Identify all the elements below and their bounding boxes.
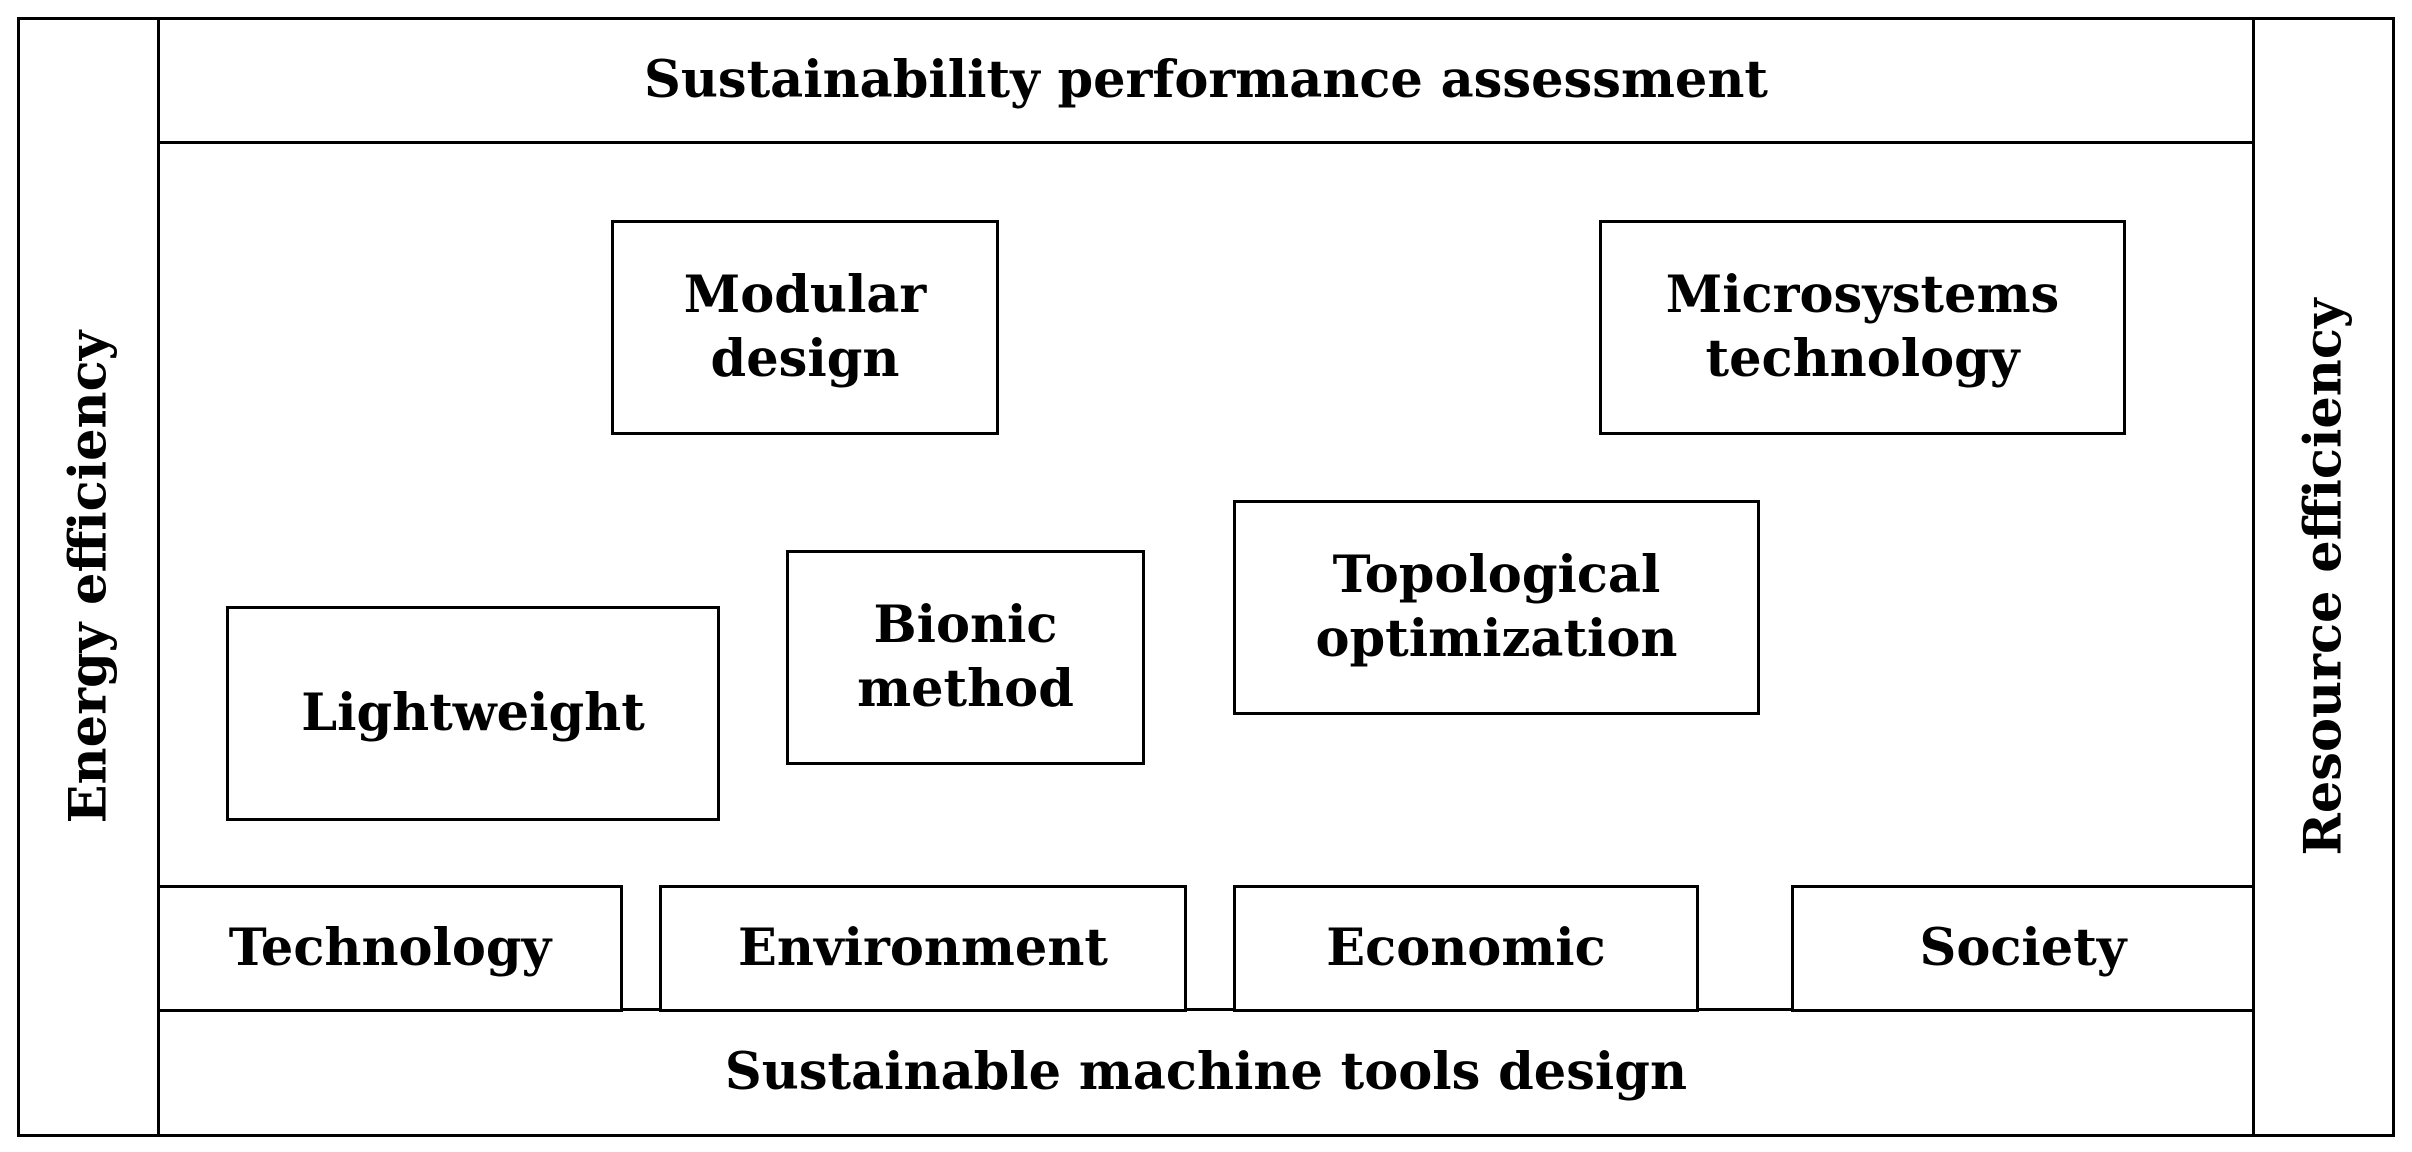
machine-tools-design-band: Sustainable machine tools design — [157, 1008, 2255, 1137]
lightweight-label: Lightweight — [301, 682, 645, 743]
bionic-method-label-line-1: Bionic — [873, 594, 1058, 655]
topological-optimization-box: Topological optimization — [1233, 500, 1760, 715]
pillar-technology-label: Technology — [228, 917, 552, 978]
modular-design-label-line-2: design — [710, 328, 900, 389]
resource-efficiency-strip: Resource efficiency — [2252, 17, 2395, 1137]
microsystems-technology-label-line-2: technology — [1705, 328, 2020, 389]
lightweight-box: Lightweight — [226, 606, 720, 821]
sustainability-assessment-band: Sustainability performance assessment — [157, 17, 2255, 144]
pillar-technology-box: Technology — [157, 885, 623, 1012]
pillar-economic-box: Economic — [1233, 885, 1699, 1012]
bionic-method-label-line-2: method — [857, 658, 1074, 719]
pillar-environment-box: Environment — [659, 885, 1187, 1012]
machine-tools-design-label: Sustainable machine tools design — [724, 1041, 1688, 1102]
sustainability-assessment-label: Sustainability performance assessment — [644, 49, 1768, 110]
pillar-society-label: Society — [1919, 917, 2127, 978]
pillar-environment-label: Environment — [738, 917, 1108, 978]
microsystems-technology-box: Microsystems technology — [1599, 220, 2126, 435]
pillar-economic-label: Economic — [1326, 917, 1606, 978]
energy-efficiency-strip: Energy efficiency — [17, 17, 160, 1137]
topological-optimization-label-line-2: optimization — [1315, 608, 1678, 669]
modular-design-box: Modular design — [611, 220, 999, 435]
resource-efficiency-label: Resource efficiency — [2293, 298, 2353, 856]
pillar-society-box: Society — [1791, 885, 2255, 1012]
microsystems-technology-label-line-1: Microsystems — [1665, 264, 2060, 325]
bionic-method-box: Bionic method — [786, 550, 1145, 765]
modular-design-label-line-1: Modular — [683, 264, 927, 325]
energy-efficiency-label: Energy efficiency — [58, 330, 118, 824]
topological-optimization-label-line-1: Topological — [1332, 544, 1661, 605]
